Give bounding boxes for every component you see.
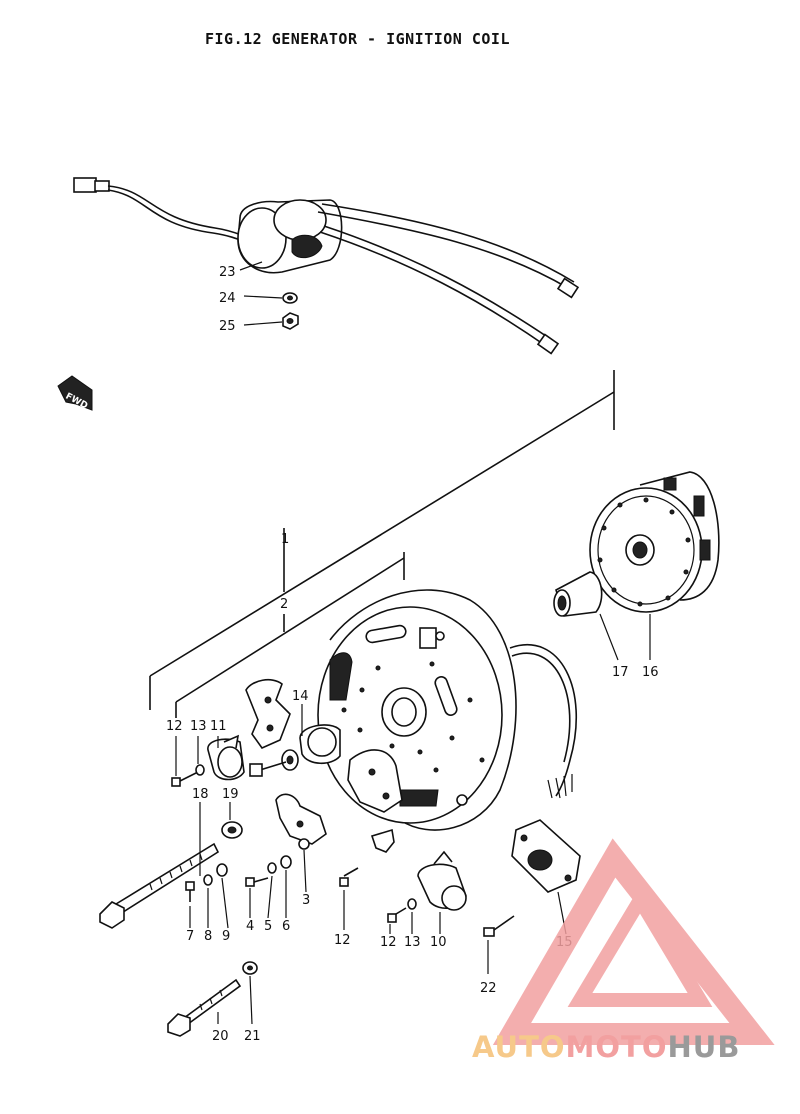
lock-washer-8: [203, 874, 213, 886]
label-12c: 12: [380, 935, 397, 950]
figure-title: FIG.12 GENERATOR - IGNITION COIL: [205, 30, 510, 48]
label-20: 20: [212, 1029, 229, 1044]
bolt-18: [99, 842, 220, 929]
label-7: 7: [186, 929, 194, 944]
watermark-text: AUTOMOTOHUB: [472, 1030, 740, 1064]
label-3: 3: [302, 893, 310, 908]
washer-21: [242, 961, 258, 975]
breaker-point-3: [275, 793, 327, 850]
label-14: 14: [292, 689, 309, 704]
lock-washer-5: [267, 862, 277, 874]
label-2: 2: [280, 597, 288, 612]
flywheel-rotor: [589, 471, 720, 613]
label-22: 22: [480, 981, 497, 996]
screw-12b: [339, 867, 359, 887]
contact-breaker-base-14: [245, 678, 291, 749]
high-tension-lead-2: [319, 231, 547, 347]
grommet-15: [511, 819, 581, 893]
label-24: 24: [219, 291, 236, 306]
washer-9: [216, 863, 228, 877]
label-13b: 13: [404, 935, 421, 950]
rotor-sleeve: [553, 571, 603, 617]
condenser-11: [207, 734, 245, 781]
watermark-moto: MOTO: [565, 1030, 668, 1064]
assembly-brackets: [149, 370, 615, 718]
label-18: 18: [192, 787, 209, 802]
cam-14: [249, 724, 341, 777]
label-10: 10: [430, 935, 447, 950]
label-21: 21: [244, 1029, 261, 1044]
lock-washer-13b: [407, 898, 417, 910]
label-12b: 12: [334, 933, 351, 948]
coil-primary-wire: [107, 185, 251, 239]
label-25: 25: [219, 319, 236, 334]
coil-connector: [73, 177, 97, 193]
condenser-clip: [370, 828, 395, 853]
watermark-hub: HUB: [667, 1030, 741, 1064]
label-11: 11: [210, 719, 227, 734]
screw-7: [185, 881, 195, 902]
label-9: 9: [222, 929, 230, 944]
high-tension-lead-1: [317, 211, 569, 289]
washer-6: [280, 855, 292, 869]
screw-12c: [387, 907, 407, 923]
washer-19: [221, 821, 243, 839]
label-13a: 13: [190, 719, 207, 734]
label-16: 16: [642, 665, 659, 680]
label-8: 8: [204, 929, 212, 944]
screw-12a: [171, 771, 199, 787]
bolt-20: [167, 978, 242, 1037]
lock-washer-13a: [195, 764, 205, 776]
label-23: 23: [219, 265, 236, 280]
label-1: 1: [281, 532, 289, 547]
label-4: 4: [246, 919, 254, 934]
screw-22: [483, 915, 515, 937]
watermark-logo-mark: [492, 838, 775, 1045]
watermark-auto: AUTO: [472, 1030, 566, 1064]
label-12a: 12: [166, 719, 183, 734]
condenser-10: [417, 850, 467, 911]
label-19: 19: [222, 787, 239, 802]
front-direction-mark: FWD: [57, 375, 93, 411]
label-6: 6: [282, 919, 290, 934]
ignition-coil: [73, 177, 580, 355]
screw-4: [245, 877, 269, 887]
coil-connector-plug: [94, 180, 110, 192]
washer-24: [282, 292, 298, 304]
label-17: 17: [612, 665, 629, 680]
nut-25: [282, 312, 299, 330]
leader-lines: [175, 704, 567, 1025]
breaker-arm: [347, 749, 403, 813]
label-5: 5: [264, 919, 272, 934]
